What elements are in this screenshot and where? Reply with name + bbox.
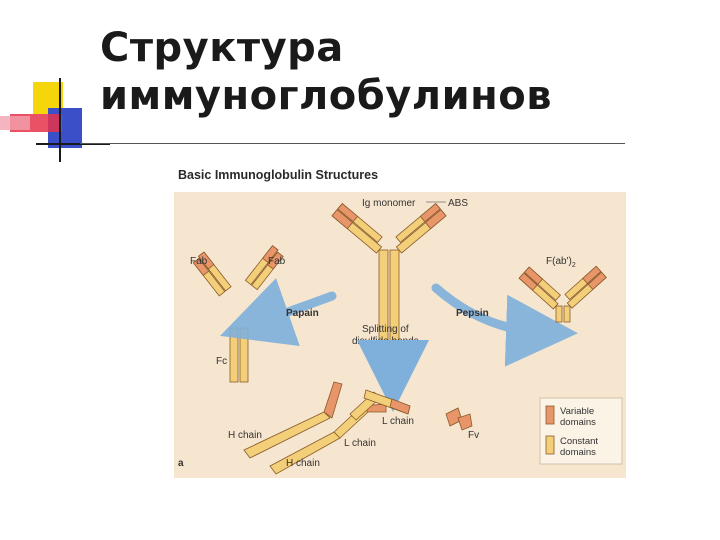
title-line-2: иммуноглобулинов [100,73,553,119]
label-ig-monomer: Ig monomer [362,198,416,209]
label-fc: Fc [216,356,227,367]
legend: Variable domains Constant domains [539,397,623,465]
corner-ornament [0,78,110,162]
figure-panel: Ig monomer ABS Fab Fab [174,192,626,478]
monomer-right-arm-light-var [419,202,441,223]
legend-variable-line-1: Variable [560,406,594,417]
label-fab2: F(ab')2 [546,256,576,269]
label-l-chain-1: L chain [382,416,414,427]
legend-variable-line-2: domains [560,417,596,428]
legend-constant-line-1: Constant [560,436,598,447]
fv-fragment [445,407,473,431]
monomer-left-arm-light-var [337,202,359,223]
light-chain-2 [363,389,411,415]
label-h-chain-2: H chain [286,458,320,469]
ig-monomer [331,202,447,343]
monomer-right-arm-heavy-var [424,209,447,230]
slide-title: Структура иммуноглобулинов [100,24,552,120]
title-rule [80,143,625,144]
heavy-chain-1 [243,381,343,459]
fc-fragment [229,327,249,383]
figure-caption: Basic Immunoglobulin Structures [178,168,379,182]
immunoglobulin-figure: Basic Immunoglobulin Structures [174,168,626,478]
label-panel-letter: a [178,458,184,469]
fab2-fragment [518,265,607,323]
label-fab-left: Fab [190,256,208,267]
label-h-chain-1: H chain [228,430,262,441]
monomer-left-arm-heavy-var [331,209,354,230]
label-l-chain-2: L chain [344,438,376,449]
legend-variable-swatch [545,405,555,425]
label-fab-right: Fab [268,256,286,267]
label-papain: Papain [286,308,319,319]
fab-fragment-right [244,245,284,291]
label-splitting-2: disulfide bonds [352,336,419,347]
label-pepsin: Pepsin [456,308,489,319]
figure-diagram: Ig monomer ABS Fab Fab [178,198,623,475]
title-line-1: Структура [100,25,344,71]
papain-arrow [220,278,337,347]
ornament-pink-bar [0,116,30,130]
disulfide-bond-marks [388,347,400,357]
legend-constant-swatch [545,435,555,455]
label-abs: ABS [448,198,468,209]
pepsin-arrow [431,283,578,367]
legend-constant-line-2: domains [560,447,596,458]
label-splitting-1: Splitting of [362,324,409,335]
label-fv: Fv [468,430,479,441]
